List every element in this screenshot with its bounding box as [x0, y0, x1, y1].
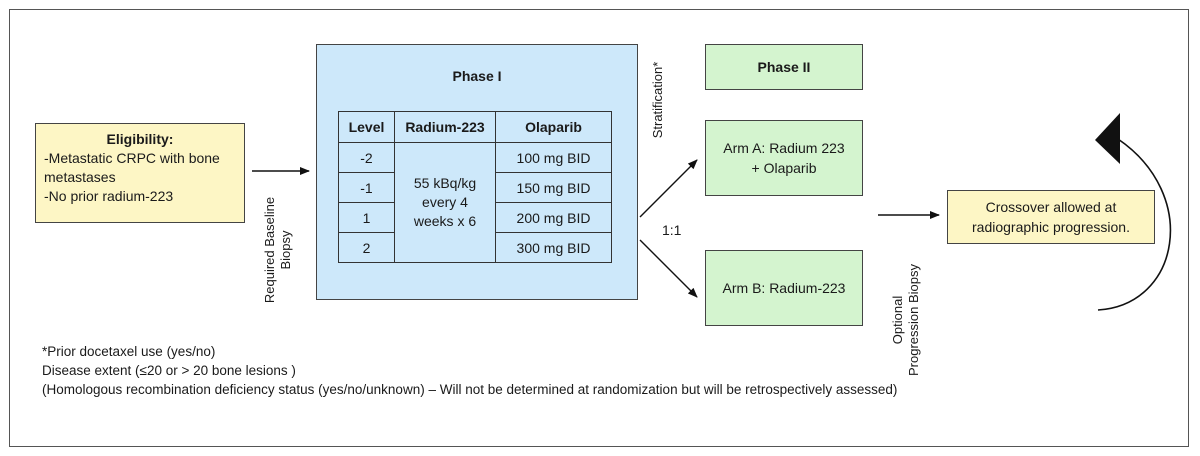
- arm-b-box: Arm B: Radium-223: [705, 250, 863, 326]
- radium-regimen-line: every 4: [422, 194, 468, 210]
- phase2-title: Phase II: [757, 59, 811, 75]
- arm-b-label: Arm B: Radium-223: [722, 280, 846, 296]
- radium-regimen-line: 55 kBq/kg: [413, 175, 477, 191]
- eligibility-box: Eligibility: -Metastatic CRPC with bone …: [35, 123, 245, 223]
- level-cell: -2: [338, 142, 395, 173]
- phase1-box: Phase I Level Radium-223 Olaparib -2 55 …: [316, 44, 638, 300]
- olaparib-dose-cell: 300 mg BID: [495, 232, 612, 263]
- footnote-line: *Prior docetaxel use (yes/no): [42, 344, 216, 359]
- crossover-arrowhead: [1095, 113, 1120, 164]
- olaparib-dose-cell: 100 mg BID: [495, 142, 612, 173]
- crossover-return-arc: [1097, 138, 1172, 311]
- footnote-line: (Homologous recombination deficiency sta…: [42, 382, 898, 397]
- level-cell: -1: [338, 172, 395, 203]
- arm-a-box: Arm A: Radium 223 + Olaparib: [705, 120, 863, 196]
- eligibility-criterion: -No prior radium-223: [44, 188, 174, 204]
- arm-a-line: + Olaparib: [751, 160, 817, 176]
- table-row: -2 55 kBq/kg every 4 weeks x 6 100 mg BI…: [338, 142, 612, 263]
- eligibility-title: Eligibility:: [106, 131, 174, 147]
- footnotes: *Prior docetaxel use (yes/no) Disease ex…: [42, 342, 902, 399]
- col-header-level: Level: [338, 111, 395, 143]
- table-row: 2 300 mg BID: [338, 232, 612, 263]
- footnote-line: Disease extent (≤20 or > 20 bone lesions…: [42, 363, 296, 378]
- crossover-line: radiographic progression.: [972, 219, 1130, 235]
- phase1-title: Phase I: [452, 68, 502, 84]
- radium-regimen-cell: 55 kBq/kg every 4 weeks x 6: [394, 142, 496, 263]
- level-cell: 1: [338, 202, 395, 233]
- randomization-ratio: 1:1: [662, 222, 682, 238]
- olaparib-dose-cell: 200 mg BID: [495, 202, 612, 233]
- table-header-row: Level Radium-223 Olaparib: [338, 111, 612, 143]
- col-header-radium: Radium-223: [394, 111, 496, 143]
- dose-table: Level Radium-223 Olaparib -2 55 kBq/kg e…: [338, 111, 612, 263]
- level-cell: 2: [338, 232, 395, 263]
- olaparib-dose-cell: 150 mg BID: [495, 172, 612, 203]
- crossover-line: Crossover allowed at: [985, 199, 1117, 215]
- arrow-to-arm-b: [639, 239, 698, 298]
- col-header-olaparib: Olaparib: [495, 111, 612, 143]
- table-row: 1 200 mg BID: [338, 202, 612, 233]
- table-row: -1 150 mg BID: [338, 172, 612, 203]
- phase2-box: Phase II: [705, 44, 863, 90]
- radium-regimen-line: weeks x 6: [413, 213, 477, 229]
- arrow-to-arm-a: [639, 159, 698, 218]
- diagram-frame: [9, 9, 1189, 447]
- eligibility-criterion: -Metastatic CRPC with bone metastases: [44, 150, 220, 185]
- crossover-box: Crossover allowed at radiographic progre…: [947, 190, 1155, 244]
- arm-a-line: Arm A: Radium 223: [723, 140, 845, 156]
